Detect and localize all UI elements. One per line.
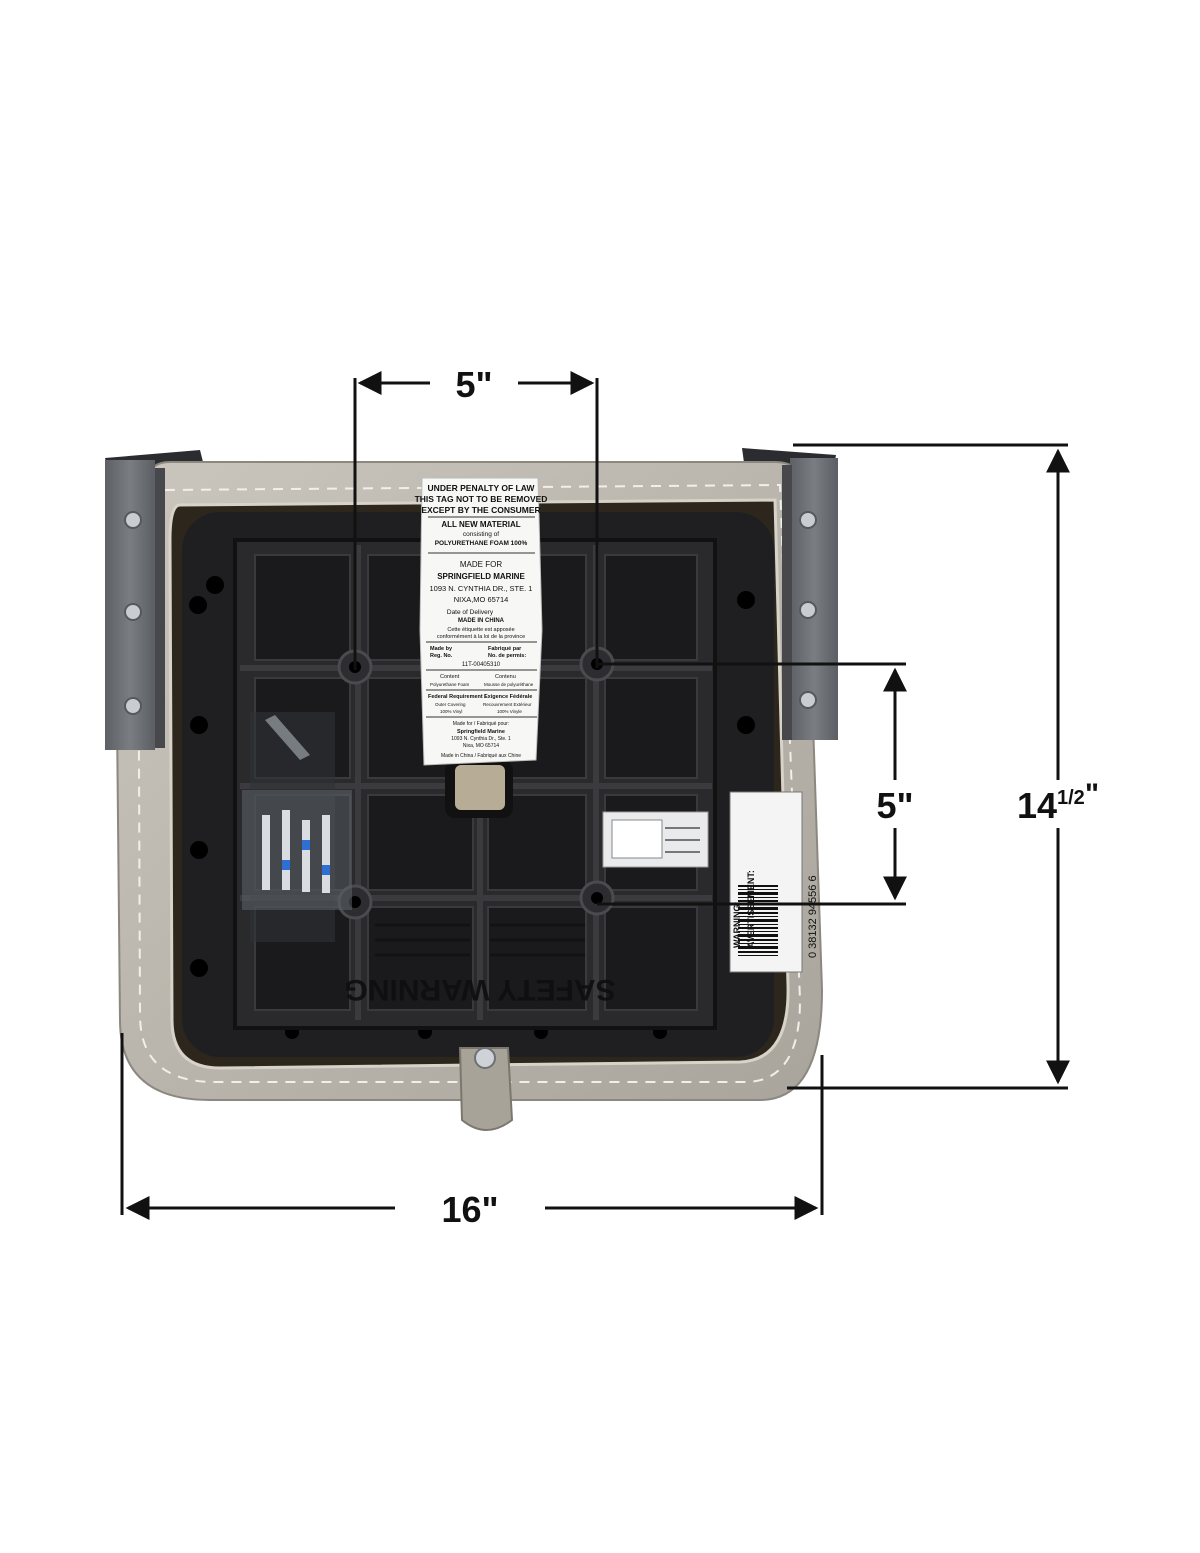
bottom-strap — [458, 1047, 514, 1131]
law-tag-company2: Springfield Marine — [457, 729, 505, 735]
dimension-top-width: 5" — [455, 364, 492, 405]
dimension-overall-height: 141/2" — [1017, 778, 1099, 826]
law-tag-line1: UNDER PENALTY OF LAW — [428, 483, 536, 493]
law-tag-date: Date of Delivery — [447, 609, 494, 616]
law-tag-contenu: Contenu — [495, 674, 516, 680]
law-tag-address1: 1093 N. CYNTHIA DR., STE. 1 — [430, 584, 533, 593]
dimension-overall-height-unit: " — [1085, 778, 1099, 811]
warning-text: WARNING: — [732, 902, 742, 949]
law-tag-contenu-value: Mousse de polyuréthane — [484, 682, 534, 687]
law-tag-vinyle: 100% Vinyle — [497, 709, 522, 714]
dimension-overall-height-whole: 14 — [1017, 785, 1057, 826]
law-tag-address3: 1093 N. Cynthia Dr., Ste. 1 — [451, 736, 511, 742]
dimension-lines — [120, 371, 1070, 1220]
law-tag-french1: Cette étiquette est apposée — [447, 627, 514, 633]
warning-barcode-label: WARNING: AVERTISSEMENT: 0 38132 94556 6 — [729, 791, 819, 973]
law-tag-material-detail: POLYURETHANE FOAM 100% — [435, 540, 528, 547]
bracket-screw — [124, 697, 142, 715]
bracket-screw — [799, 691, 817, 709]
law-tag-line2: THIS TAG NOT TO BE REMOVED — [415, 494, 548, 504]
hardware-bag — [242, 712, 352, 942]
molded-fine-text — [375, 923, 585, 957]
dimension-inner-height: 5" — [876, 785, 913, 826]
law-tag-made-in: MADE IN CHINA — [458, 618, 505, 624]
law-tag-made-for2: Made for / Fabriqué pour: — [453, 721, 509, 727]
bracket-screw — [799, 601, 817, 619]
bracket-screw — [124, 603, 142, 621]
barcode-number: 0 38132 94556 6 — [807, 875, 819, 958]
dimension-overall-height-fraction: 1/2 — [1057, 787, 1085, 809]
law-tag-exigence: Exigence Fédérale — [484, 694, 532, 700]
law-tag-fed-req: Federal Requirement / — [428, 694, 486, 700]
law-tag-material-sub: consisting of — [463, 531, 499, 538]
small-sticker — [602, 811, 709, 868]
barcode-icon — [738, 885, 778, 956]
right-bracket — [782, 458, 838, 740]
law-tag-vinyl: 100% Vinyl — [440, 709, 462, 714]
seat-bottom: SAFETY WARNING — [105, 448, 838, 1131]
dimension-overall-width: 16" — [441, 1189, 498, 1230]
law-tag-made-by: Made by — [430, 646, 453, 652]
screws-icon — [262, 810, 330, 893]
law-tag-reg-value: 11T-00405310 — [462, 662, 501, 668]
law-tag-content-value: Polyurethane Foam — [430, 682, 470, 687]
left-bracket — [105, 460, 165, 750]
law-tag-outer-fr: Recouvrement Extérieur — [483, 702, 532, 707]
foam — [455, 765, 505, 810]
bracket-screw — [124, 511, 142, 529]
law-tag-outer: Outer Covering — [435, 702, 466, 707]
law-tag-french2: conformément à la loi de la province — [437, 634, 525, 640]
law-tag-material-title: ALL NEW MATERIAL — [441, 520, 520, 529]
law-tag: UNDER PENALTY OF LAW THIS TAG NOT TO BE … — [415, 477, 548, 766]
law-tag-address2: NIXA,MO 65714 — [454, 595, 509, 604]
law-tag-company: SPRINGFIELD MARINE — [437, 572, 525, 581]
bracket-screw — [799, 511, 817, 529]
molded-safety-warning: SAFETY WARNING — [344, 973, 615, 1006]
law-tag-address4: Nixa, MO 65714 — [463, 743, 499, 749]
law-tag-line3: EXCEPT BY THE CONSUMER — [421, 505, 540, 515]
law-tag-no-permis: No. de permis: — [488, 653, 526, 659]
law-tag-fabrique-par: Fabriqué par — [488, 646, 522, 652]
law-tag-content: Content — [440, 674, 460, 680]
law-tag-made-in2: Made in China / Fabriqué aux Chine — [441, 753, 521, 759]
law-tag-reg-no: Reg. No. — [430, 653, 453, 659]
law-tag-made-for: MADE FOR — [460, 560, 502, 569]
